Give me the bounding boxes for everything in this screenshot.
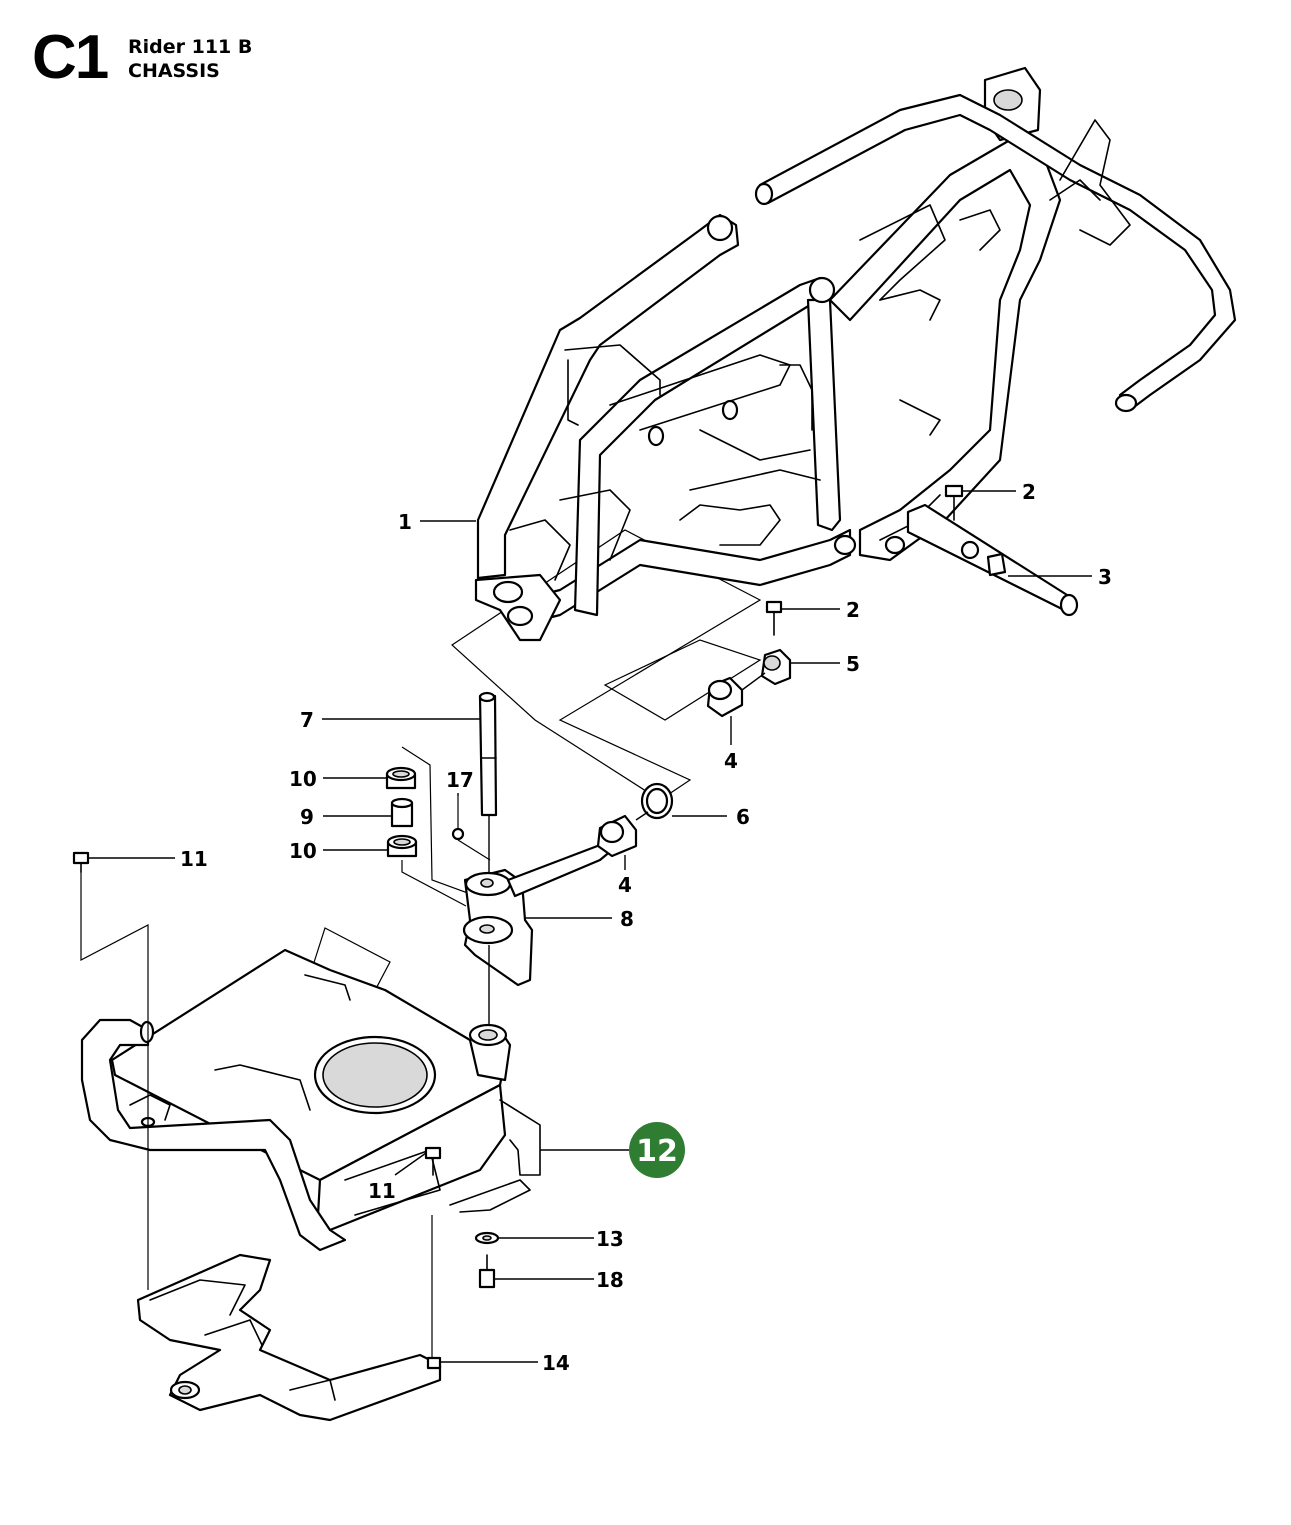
callout-6: 6 (736, 805, 750, 829)
callout-4: 4 (724, 749, 738, 773)
callout-10: 10 (289, 839, 317, 863)
callout-14: 14 (542, 1351, 570, 1375)
callout-8: 8 (620, 907, 634, 931)
callout-7: 7 (300, 708, 314, 732)
callout-17: 17 (446, 768, 474, 792)
lower-parts-drawing (136, 1215, 500, 1422)
callout-labels: 1 2 3 2 5 4 7 10 17 9 10 6 4 11 8 11 13 … (180, 480, 1112, 1375)
callout-1: 1 (398, 510, 412, 534)
section-code: C1 (32, 23, 109, 92)
callout-2: 2 (1022, 480, 1036, 504)
highlighted-callout-12[interactable]: 12 (629, 1122, 685, 1178)
callout-18: 18 (596, 1268, 624, 1292)
callout-13: 13 (596, 1227, 624, 1251)
main-frame-drawing (451, 66, 1237, 801)
callout-11: 11 (368, 1179, 396, 1203)
callout-9: 9 (300, 805, 314, 829)
callout-2: 2 (846, 598, 860, 622)
section-title: CHASSIS (128, 60, 220, 82)
front-frame-drawing (72, 851, 541, 1290)
callout-5: 5 (846, 652, 860, 676)
leader-lines (88, 490, 1092, 1363)
model-name: Rider 111 B (128, 36, 253, 58)
callout-4: 4 (618, 873, 632, 897)
callout-11: 11 (180, 847, 208, 871)
highlight-badge[interactable] (629, 1122, 685, 1178)
callout-3: 3 (1098, 565, 1112, 589)
highlight-badge-label: 12 (636, 1134, 678, 1169)
callout-10: 10 (289, 767, 317, 791)
small-parts-drawing (385, 600, 792, 1030)
